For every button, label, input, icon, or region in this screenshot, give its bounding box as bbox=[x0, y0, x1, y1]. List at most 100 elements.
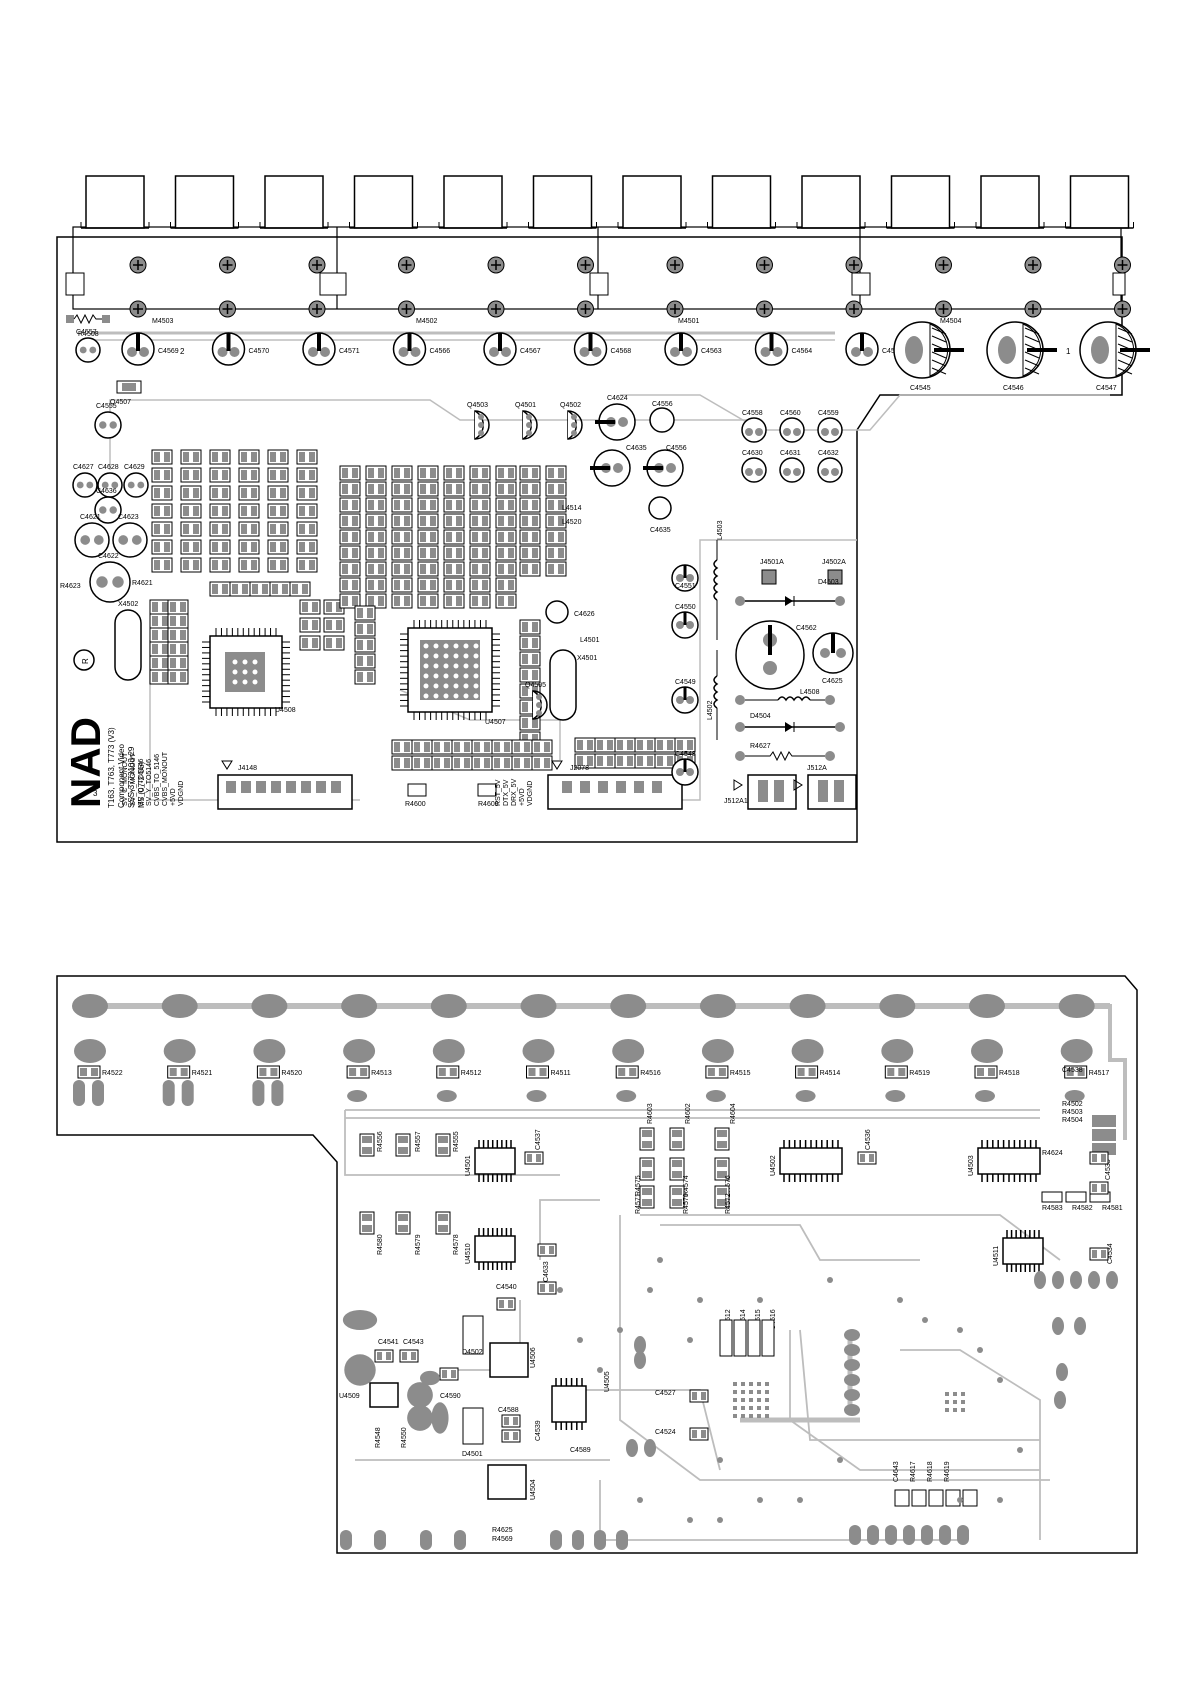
capacitor-label: C4635 bbox=[650, 527, 671, 534]
component-label: R4580 bbox=[377, 1234, 384, 1255]
rca-jack bbox=[980, 175, 1040, 229]
capacitor-label: C4570 bbox=[249, 348, 270, 355]
inductor-label: L4508 bbox=[800, 689, 820, 696]
model-list: T163, T763, T773 (V3) bbox=[107, 727, 116, 808]
component-label: R4571 bbox=[635, 1193, 642, 1214]
diode-d4504: D4504 bbox=[735, 713, 845, 732]
solder-pad bbox=[341, 994, 378, 1018]
resistor-label: R4582 bbox=[1072, 1205, 1093, 1212]
capacitor bbox=[741, 417, 767, 443]
capacitor-label: C4569 bbox=[158, 348, 179, 355]
resistor-label: R4511 bbox=[551, 1070, 571, 1077]
rca-jack bbox=[85, 175, 145, 229]
resistor-label: R4513 bbox=[371, 1070, 392, 1077]
capacitor-label: C4537 bbox=[535, 1129, 542, 1150]
resistor-label: R4502 bbox=[1062, 1101, 1083, 1108]
diode-label: D4501 bbox=[462, 1451, 483, 1458]
connector-label: J2078 bbox=[570, 765, 589, 772]
resistor-label: R4515 bbox=[730, 1070, 751, 1077]
resistor-label: R4519 bbox=[909, 1070, 930, 1077]
capacitor-label: C4558 bbox=[742, 410, 763, 417]
inductor-label: L4520 bbox=[562, 519, 582, 526]
connector-j512a: J512A bbox=[793, 765, 857, 810]
resistor-label: R4583 bbox=[1042, 1205, 1063, 1212]
connector-label: J4501A bbox=[760, 559, 784, 566]
capacitor-label: C4564 bbox=[792, 348, 813, 355]
solder-pad bbox=[343, 1039, 376, 1063]
resistor-label: R4521 bbox=[192, 1070, 213, 1077]
solder-pad bbox=[163, 1039, 196, 1063]
solder-pad bbox=[251, 994, 288, 1018]
solder-pad bbox=[520, 994, 557, 1018]
component-label: R4556 bbox=[377, 1131, 384, 1152]
rca-jack bbox=[174, 175, 235, 229]
pin-label: SV_Y_MONOUT bbox=[130, 752, 137, 806]
ic-package bbox=[1002, 1237, 1044, 1265]
ic-label: U4511 bbox=[993, 1246, 1000, 1266]
capacitor-label: C4590 bbox=[440, 1393, 461, 1400]
capacitor-label: C4622 bbox=[98, 553, 119, 560]
resistor-r4508: R4508 bbox=[66, 313, 110, 338]
capacitor bbox=[779, 417, 805, 443]
rca-jack bbox=[443, 175, 503, 229]
transistor bbox=[522, 410, 538, 440]
capacitor-label: C4627 bbox=[73, 464, 94, 471]
resistor-label: R4520 bbox=[281, 1070, 302, 1077]
solder-pad bbox=[879, 994, 916, 1018]
left-component-bank bbox=[149, 449, 345, 685]
rca-jack-row bbox=[80, 175, 1134, 318]
transistor-label: Q4505 bbox=[525, 682, 546, 689]
solder-pad bbox=[701, 1039, 734, 1063]
capacitor-label: C4546 bbox=[1003, 385, 1024, 392]
capacitor-label: C4550 bbox=[675, 604, 696, 611]
pad-j4501a bbox=[761, 569, 777, 585]
ic-package bbox=[474, 1147, 516, 1175]
capacitor bbox=[74, 522, 110, 558]
capacitor-label: C4621 bbox=[80, 514, 101, 521]
pin-label: SV_C_MONOUT bbox=[122, 752, 129, 806]
capacitor-label: C4626 bbox=[574, 611, 595, 618]
ground-mark: 3 bbox=[93, 789, 98, 798]
resistor-label: R4503 bbox=[1062, 1109, 1083, 1116]
capacitor-label: C4539 bbox=[535, 1420, 542, 1441]
transistor-label: Q4503 bbox=[467, 402, 488, 409]
rca-jack bbox=[353, 175, 414, 229]
middle-component-bank bbox=[339, 465, 696, 771]
resistor-label: R4609 bbox=[478, 801, 499, 808]
revision-date: M5 (07-2-06) bbox=[137, 761, 146, 808]
capacitor-label: C4543 bbox=[403, 1339, 424, 1346]
resistor-label: R4514 bbox=[820, 1070, 841, 1077]
capacitor bbox=[545, 600, 569, 624]
capacitor-label: C4563 bbox=[701, 348, 722, 355]
solder-pad bbox=[161, 994, 198, 1018]
capacitor-label: C4535 bbox=[1105, 1159, 1112, 1180]
module-label: M4504 bbox=[940, 318, 962, 325]
pin-label: +5VD bbox=[170, 788, 177, 806]
connector-label: J4148 bbox=[238, 765, 257, 772]
rca-jack bbox=[264, 175, 324, 229]
resistor-label: R4550 bbox=[401, 1427, 408, 1448]
capacitor-label: C4555 bbox=[96, 403, 117, 410]
logo-block: NAD R T163, T763, T773 (V3) Component Vi… bbox=[62, 649, 146, 808]
resistor-label: R4621 bbox=[132, 580, 153, 587]
ic-package bbox=[551, 1385, 587, 1423]
rca-jack bbox=[1069, 175, 1130, 229]
solder-pad bbox=[971, 1039, 1003, 1063]
connector-label: J512A1 bbox=[724, 798, 748, 805]
part-number: SSS-3773103-29 bbox=[127, 746, 136, 808]
ic-package bbox=[474, 1235, 516, 1263]
capacitor-label: C4632 bbox=[818, 450, 839, 457]
capacitor-label: C4556 bbox=[652, 401, 673, 408]
capacitor-label: C4565 bbox=[882, 348, 903, 355]
capacitor-label: C4629 bbox=[124, 464, 145, 471]
solder-pad bbox=[610, 994, 647, 1018]
capacitor-label: C4527 bbox=[655, 1390, 676, 1397]
capacitor-c4587: C4562 bbox=[735, 620, 817, 690]
connector-label: J512A bbox=[807, 765, 827, 772]
resistor-label: R4581 bbox=[1102, 1205, 1123, 1212]
capacitor bbox=[94, 496, 122, 524]
capacitor-label: C4624 bbox=[607, 395, 628, 402]
ic-label: U4510 bbox=[465, 1243, 472, 1264]
